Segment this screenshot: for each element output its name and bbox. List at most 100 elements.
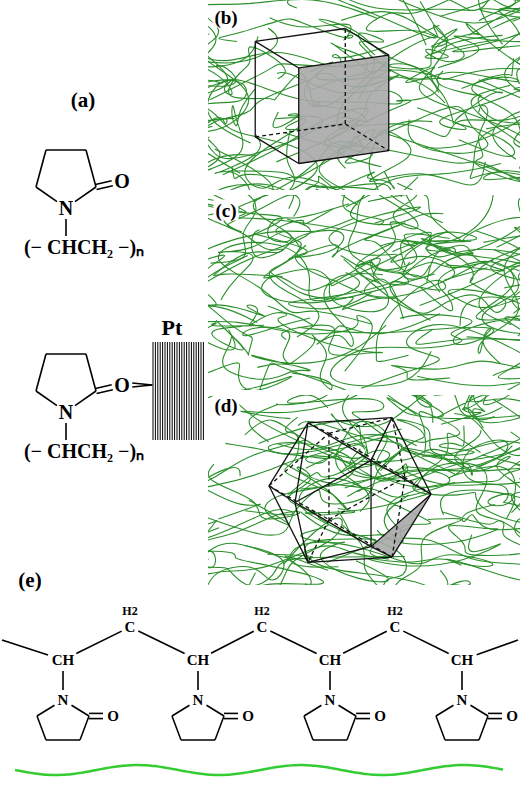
polymer-chain [346, 195, 447, 271]
polyhedron-edge [255, 41, 256, 137]
bond-line [197, 671, 199, 690]
bond-line [347, 716, 356, 740]
bond-line [97, 186, 113, 190]
atom-label: O [374, 709, 386, 724]
polyhedron-edge [295, 503, 308, 563]
pt-lattice-line [157, 342, 158, 440]
bond-line [445, 739, 479, 741]
polymer-chain [420, 241, 520, 305]
atom-label: O [506, 709, 518, 724]
polymer-chain [406, 67, 520, 158]
polyhedron-edge [269, 423, 308, 486]
bond-line [86, 150, 96, 187]
polymer-chain [208, 255, 252, 355]
polymer-chain [208, 395, 402, 464]
polymer-chain [249, 395, 443, 442]
bond-line [436, 716, 445, 740]
bond-line [95, 385, 111, 389]
bond-line [36, 187, 57, 202]
polymer-chain [476, 231, 520, 376]
icosahedron [269, 418, 431, 563]
shaded-facet [299, 55, 389, 163]
polymer-chain [427, 198, 520, 283]
polymer-chain [369, 195, 443, 229]
bond-line [132, 383, 152, 385]
pt-lattice-line [201, 342, 202, 440]
bond-line [224, 713, 238, 715]
pt-lattice-line [184, 342, 185, 440]
bond-line [343, 631, 387, 653]
polyhedron-edge [345, 29, 388, 56]
bond-line [224, 718, 238, 720]
atom-label: H2 [254, 605, 269, 617]
polyhedron-edge [255, 137, 298, 164]
polymer-chain [299, 478, 431, 542]
bond-line [471, 705, 488, 716]
polymer-chain [236, 518, 342, 585]
bond-line [488, 713, 502, 715]
bond-line [488, 718, 502, 720]
polymer-chain [438, 36, 520, 105]
pt-surface [153, 342, 203, 440]
pt-lattice-line [198, 342, 199, 440]
polymer-tangle [208, 195, 520, 390]
pt-lattice-line [196, 342, 197, 440]
atom-label: C [390, 620, 401, 635]
polymer-chain [289, 223, 430, 277]
polymer-chain [208, 65, 310, 120]
atom-label: CH [319, 653, 342, 668]
pt-lattice-line [155, 342, 156, 440]
bond-line [2, 640, 48, 655]
pt-lattice-line [177, 342, 178, 440]
bond-line [172, 716, 181, 740]
polyhedron-edge [345, 29, 346, 125]
bond-line [304, 705, 321, 716]
bond-line [86, 354, 96, 391]
atom-label: O [114, 171, 130, 191]
polymer-chain [276, 209, 478, 297]
bond-line [339, 705, 356, 716]
panel-label: (e) [18, 570, 41, 591]
polyhedron-edge [308, 547, 371, 563]
polyhedron-edge [370, 460, 371, 546]
bond-line [75, 187, 96, 202]
bond-line [46, 739, 80, 741]
polyhedron-edge [392, 494, 431, 557]
polymer-chain [475, 105, 520, 188]
pt-lattice-line [162, 342, 163, 440]
bond-line [72, 705, 89, 716]
polyhedron-edge [328, 433, 329, 519]
bond-line [270, 631, 316, 653]
polyhedron-edge [255, 124, 345, 137]
bond-line [89, 718, 103, 720]
pt-lattice-line [169, 342, 170, 440]
pt-lattice-line [174, 342, 175, 440]
polymer-chain [344, 259, 506, 326]
polyhedron-edge [345, 124, 388, 151]
polymer-chain [420, 261, 520, 336]
polymer-chain [208, 556, 328, 585]
polymer-chain [448, 283, 520, 319]
polymer-chain [376, 280, 445, 361]
polymer-chain [462, 479, 520, 535]
polymer-chain [416, 282, 520, 344]
polymer-tangle [208, 0, 520, 190]
bond-line [65, 219, 67, 236]
pt-lattice-line [186, 342, 187, 440]
pt-lattice-line [160, 342, 161, 440]
panel-label: (c) [213, 200, 238, 221]
bond-line [65, 423, 67, 440]
bond-line [89, 713, 103, 715]
atom-label: CH [52, 653, 75, 668]
pt-lattice-line [167, 342, 168, 440]
atom-label: H2 [122, 605, 137, 617]
atom-label: N [325, 693, 336, 708]
polymer-chain [391, 0, 520, 45]
panel-label: (d) [212, 395, 239, 416]
polyhedron-edge [329, 520, 392, 558]
bond-line [62, 671, 64, 690]
pt-lattice-line [172, 342, 173, 440]
polyhedron-edge [295, 460, 371, 502]
polymer-chain [298, 320, 520, 379]
bond-line [436, 705, 453, 716]
